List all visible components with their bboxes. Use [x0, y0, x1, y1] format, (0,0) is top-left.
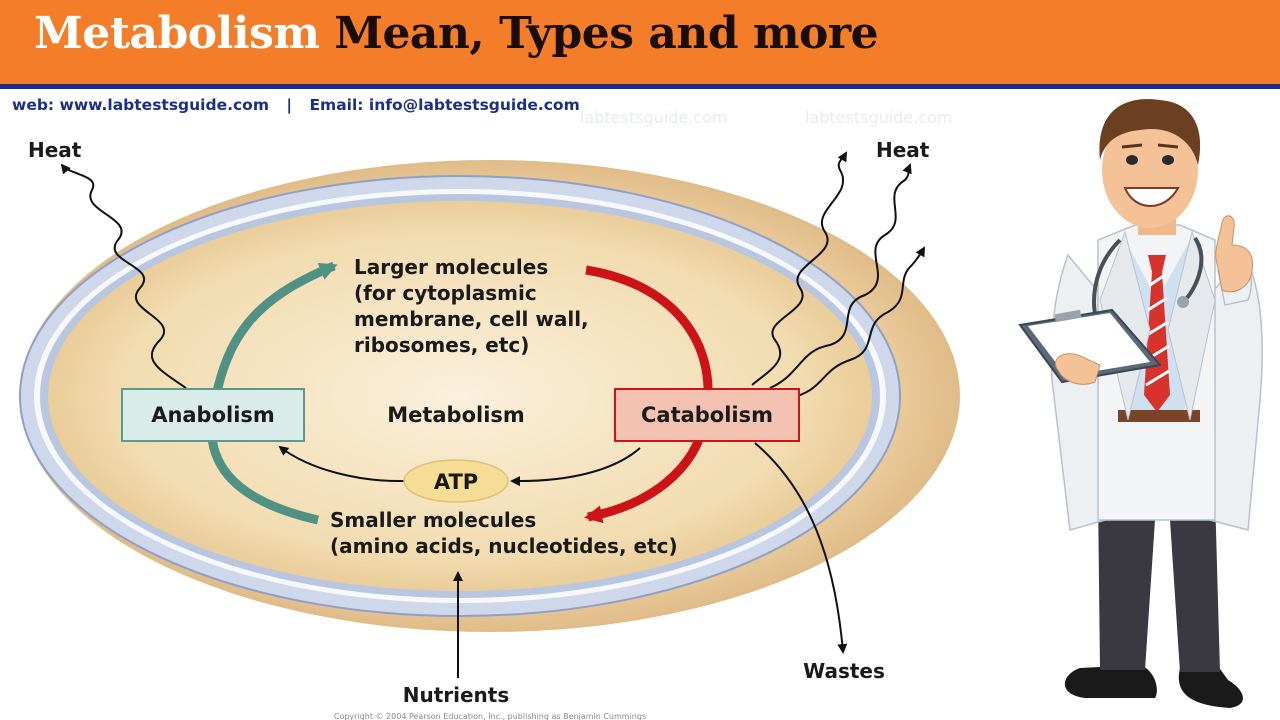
catabolism-box — [614, 388, 800, 442]
atp-label: ATP — [434, 470, 478, 494]
doctor-thumbs-up-icon — [1018, 99, 1263, 708]
title-banner — [0, 0, 1280, 84]
catabolism-to-atp-arrow — [510, 447, 641, 487]
larger-molecules-line-2: (for cytoplasmic — [354, 281, 537, 305]
page-title: Metabolism Mean, Types and more — [34, 6, 879, 62]
heat-label-left: Heat — [28, 138, 82, 162]
smaller-molecules-line-1: Smaller molecules — [330, 508, 536, 532]
atp-to-anabolism-arrow — [278, 445, 406, 483]
copyright-caption: Copyright © 2004 Pearson Education, Inc.… — [334, 712, 646, 720]
smaller-molecules-line-2: (amino acids, nucleotides, etc) — [330, 534, 678, 558]
title-rule — [0, 84, 1280, 89]
title-part-2: Mean, Types and more — [334, 8, 879, 59]
larger-molecules-line-1: Larger molecules — [354, 255, 548, 279]
larger-molecules-line-4: ribosomes, etc) — [354, 333, 529, 357]
larger-molecules-line-3: membrane, cell wall, — [354, 307, 589, 331]
watermark-text: labtestsguide.com — [805, 108, 953, 127]
email-link[interactable]: info@labtestsguide.com — [368, 96, 580, 114]
email-label: Email: — [309, 96, 364, 114]
anabolism-label: Anabolism — [151, 403, 275, 427]
contact-line: web: www.labtestsguide.com | Email: info… — [12, 96, 580, 114]
anabolism-box — [121, 388, 305, 442]
wastes-arrow — [754, 442, 848, 654]
watermark-text: labtestsguide.com — [580, 108, 728, 127]
title-part-1: Metabolism — [34, 8, 320, 59]
wastes-label: Wastes — [803, 659, 885, 683]
metabolism-label: Metabolism — [387, 403, 525, 427]
web-url-link[interactable]: www.labtestsguide.com — [59, 96, 269, 114]
heat-arrow-right-1 — [751, 151, 847, 386]
catabolism-label: Catabolism — [641, 403, 773, 427]
contact-separator: | — [286, 96, 293, 114]
heat-arrow-right-3 — [789, 246, 925, 399]
heat-arrow-left — [60, 163, 187, 389]
nutrients-label: Nutrients — [403, 683, 510, 707]
atp-capsule — [403, 459, 509, 503]
web-label: web: — [12, 96, 55, 114]
heat-arrow-right-2 — [769, 163, 912, 389]
heat-label-right: Heat — [876, 138, 930, 162]
